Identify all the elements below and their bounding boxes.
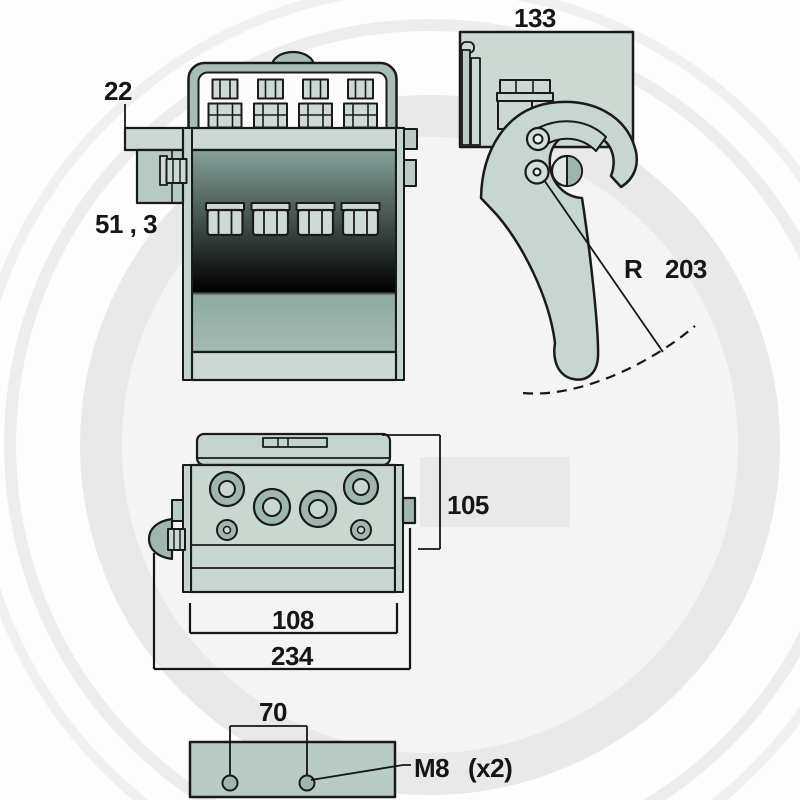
- front-bottom-band: [190, 350, 398, 382]
- release-knob-bolt: [167, 528, 186, 551]
- port-small-left: [216, 519, 238, 541]
- top-bolt: [343, 78, 378, 129]
- front-left-bracket: [123, 126, 188, 205]
- front-right-tab-upper: [403, 128, 418, 150]
- watermark-ring: [80, 95, 780, 795]
- port-mid-right: [298, 489, 338, 529]
- release-knob: [147, 517, 174, 561]
- thread-label: M8: [414, 753, 449, 783]
- thread-count-label: (x2): [468, 753, 512, 783]
- port-large-right: [342, 468, 380, 506]
- dim-108-label: 108: [272, 605, 314, 635]
- watermark-g-bar: [420, 457, 570, 527]
- mounting-plate: [188, 740, 397, 799]
- lower-bolt: [250, 202, 291, 237]
- radius-prefix-label: R: [624, 254, 643, 284]
- bracket-plate: [123, 126, 185, 152]
- front-left-strip: [182, 127, 193, 381]
- dim-70-bracket: [229, 725, 308, 775]
- bottom-view: 70 M8 (x2): [188, 697, 513, 799]
- front-right-strip: [395, 127, 405, 381]
- lower-bolt: [340, 202, 381, 237]
- dim-51-3-label: 51 , 3: [95, 209, 157, 239]
- front-body: [190, 148, 398, 354]
- cam-lever: [479, 100, 638, 381]
- cam-roller: [550, 154, 584, 188]
- face-right-tab: [401, 496, 417, 525]
- face-view: 105 108 234: [147, 432, 489, 671]
- side-view: 133 R 203: [458, 3, 707, 395]
- lower-bolt-row: [205, 202, 381, 237]
- top-bolt: [207, 78, 243, 129]
- top-bolt: [298, 78, 333, 129]
- dim-234-bracket: [152, 528, 412, 671]
- mounting-hole-left: [221, 774, 239, 792]
- mounting-hole-right: [298, 774, 316, 792]
- radius-value-label: 203: [665, 254, 707, 284]
- port-small-right: [350, 519, 372, 541]
- thread-leader-line: [310, 764, 411, 781]
- pivot-pin-lower: [524, 159, 550, 185]
- lower-bolt: [295, 202, 336, 237]
- bracket-bolt: [165, 158, 188, 184]
- front-view: 22 51 , 3: [95, 50, 418, 382]
- face-left-tab: [171, 499, 184, 522]
- side-plate-edge-strip-2: [470, 57, 481, 146]
- port-mid-left: [252, 487, 292, 527]
- dim-234-label: 234: [271, 641, 314, 671]
- side-plate-edge-strip-1: [461, 49, 471, 146]
- dim-22-label: 22: [104, 76, 132, 106]
- dim-108-bracket: [188, 603, 399, 635]
- dim-70-label: 70: [259, 697, 287, 727]
- latch-pawl: [537, 120, 607, 152]
- face-cap-tab: [262, 437, 328, 448]
- front-top-bar: [181, 126, 406, 152]
- port-large-left: [208, 470, 246, 508]
- dim-133-label: 133: [514, 3, 556, 33]
- radius-leader-line: [543, 179, 664, 353]
- face-right-strip: [394, 464, 404, 593]
- lower-bolt: [205, 202, 245, 237]
- dim-105-label: 105: [447, 490, 489, 520]
- dim-105-bracket: [382, 434, 441, 550]
- top-bolt: [253, 78, 288, 129]
- watermark-outer-arc-1: [4, 19, 800, 800]
- front-right-tab-lower: [403, 159, 417, 187]
- lever-swing-arc: [522, 325, 696, 395]
- top-bolt-row: [207, 78, 378, 129]
- pivot-pin-upper: [525, 126, 551, 152]
